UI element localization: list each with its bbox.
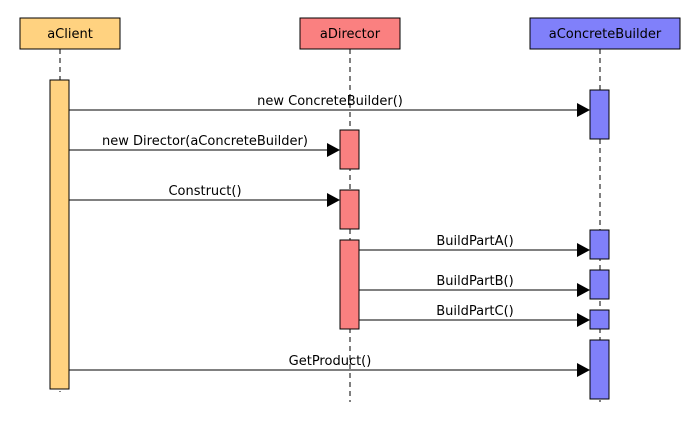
activation-builder-partb bbox=[589, 269, 610, 300]
message-label: BuildPartB() bbox=[436, 274, 513, 289]
participant-builder: aConcreteBuilder bbox=[529, 17, 681, 50]
message-get-product: GetProduct() bbox=[69, 354, 590, 377]
message-new-director: new Director(aConcreteBuilder) bbox=[69, 134, 340, 157]
participant-box-client bbox=[19, 17, 121, 50]
activation-builder-create bbox=[589, 89, 610, 140]
message-label: new Director(aConcreteBuilder) bbox=[102, 134, 308, 149]
participant-director: aDirector bbox=[299, 17, 401, 50]
participant-box-director bbox=[299, 17, 401, 50]
message-build-part-c: BuildPartC() bbox=[359, 304, 590, 327]
message-new-concrete-builder: new ConcreteBuilder() bbox=[69, 94, 590, 117]
message-label: GetProduct() bbox=[289, 354, 372, 369]
message-label: Construct() bbox=[168, 184, 241, 199]
participant-label-director: aDirector bbox=[320, 27, 381, 42]
participant-box-builder bbox=[529, 17, 681, 50]
message-label: BuildPartA() bbox=[436, 234, 513, 249]
activation-builder-product bbox=[589, 339, 610, 400]
participant-label-builder: aConcreteBuilder bbox=[549, 27, 662, 42]
activation-director-construct bbox=[339, 189, 360, 230]
participant-client: aClient bbox=[19, 17, 121, 50]
message-build-part-a: BuildPartA() bbox=[359, 234, 590, 257]
activation-client bbox=[49, 79, 70, 390]
participant-label-client: aClient bbox=[47, 27, 93, 42]
message-build-part-b: BuildPartB() bbox=[359, 274, 590, 297]
activation-builder-partc bbox=[589, 309, 610, 330]
activation-director-build bbox=[339, 239, 360, 330]
activation-director-create bbox=[339, 129, 360, 170]
message-label: BuildPartC() bbox=[436, 304, 514, 319]
message-label: new ConcreteBuilder() bbox=[257, 94, 403, 109]
activation-builder-parta bbox=[589, 229, 610, 260]
message-construct: Construct() bbox=[69, 184, 340, 207]
